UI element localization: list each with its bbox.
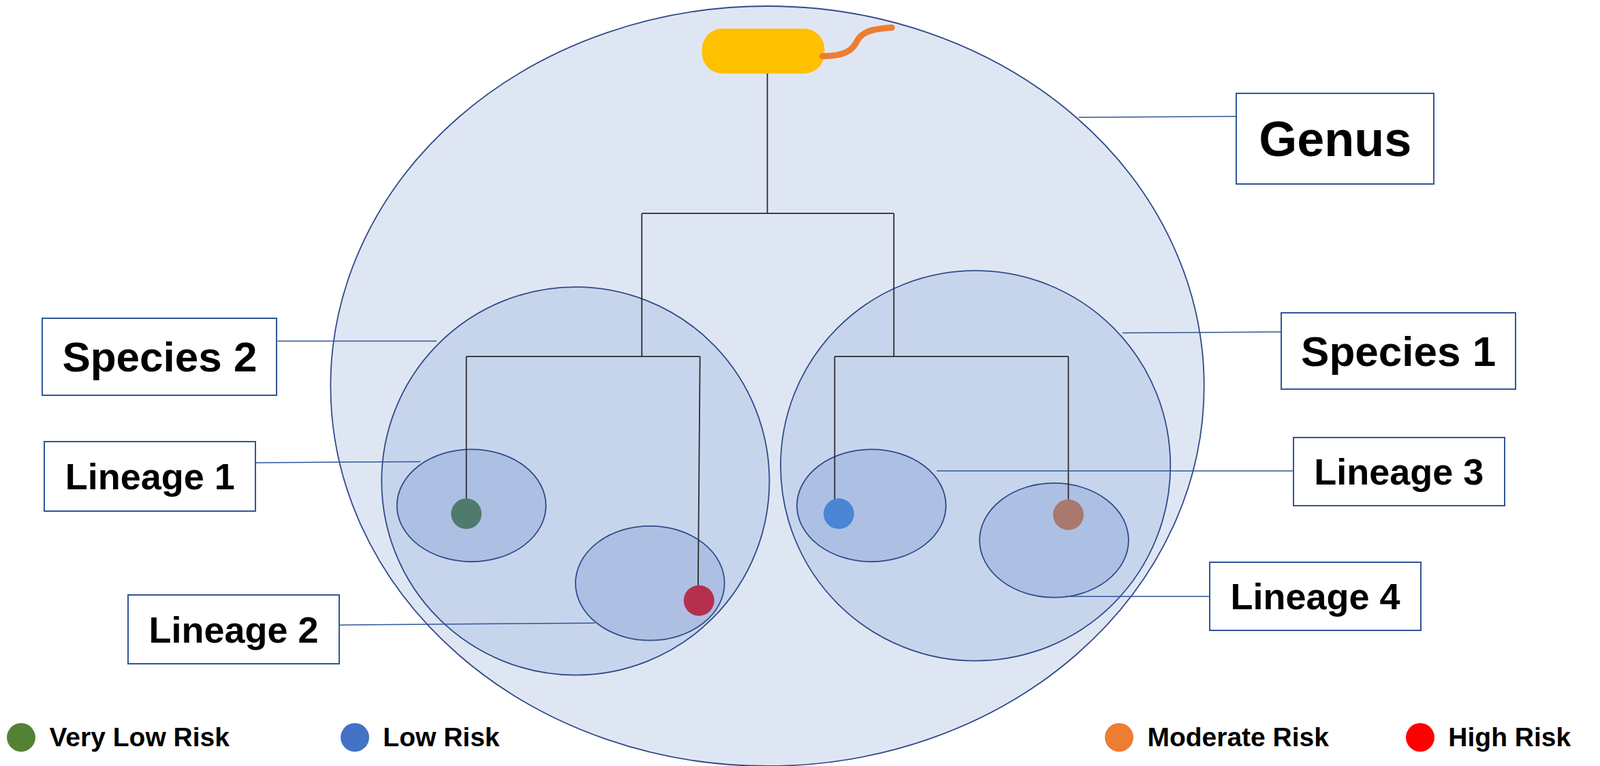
label-text: Lineage 2: [149, 608, 319, 651]
legend-item: Low Risk: [340, 720, 500, 754]
leader-lines: [256, 116, 1293, 625]
legend-text: Very Low Risk: [49, 722, 229, 752]
legend-swatch: [1405, 722, 1435, 752]
genus-label-box: Genus: [1235, 92, 1435, 185]
lineage-ellipse: [796, 448, 947, 562]
legend-swatch: [6, 722, 36, 752]
species-label-box: Species 2: [41, 317, 278, 396]
species-circle: [780, 270, 1171, 661]
label-text: Species 1: [1300, 326, 1496, 376]
legend-text: Low Risk: [382, 722, 500, 752]
bacterium-flagellum: [822, 27, 892, 56]
legend-item: Moderate Risk: [1104, 720, 1329, 754]
legend-text: High Risk: [1448, 722, 1571, 752]
label-text: Lineage 1: [65, 455, 235, 498]
legend-swatch: [1104, 722, 1134, 752]
label-text: Lineage 4: [1230, 574, 1400, 618]
lineage-ellipse: [979, 482, 1129, 598]
legend-item: Very Low Risk: [6, 720, 229, 754]
strain-dot: [683, 585, 715, 616]
label-text: Genus: [1258, 111, 1412, 167]
label-text: Species 2: [61, 332, 257, 381]
bacterium-body: [702, 28, 825, 74]
lineage-label-box: Lineage 4: [1209, 561, 1422, 631]
phylogenetic-tree: [466, 73, 1069, 601]
strain-dot: [450, 497, 482, 529]
strain-dot: [1053, 499, 1084, 530]
lineage-label-box: Lineage 3: [1292, 436, 1506, 507]
lineage-label-box: Lineage 1: [43, 440, 257, 511]
species-circle: [381, 286, 770, 675]
lineage-ellipse: [575, 525, 725, 641]
genus-ellipse: [330, 6, 1204, 766]
label-text: Lineage 3: [1313, 450, 1484, 493]
lineage-label-box: Lineage 2: [127, 593, 340, 665]
legend-swatch: [340, 722, 370, 752]
lineage-ellipse: [397, 448, 547, 562]
species-label-box: Species 1: [1280, 311, 1517, 390]
legend-item: High Risk: [1405, 720, 1571, 754]
legend-text: Moderate Risk: [1147, 722, 1329, 752]
strain-dot: [823, 497, 855, 529]
